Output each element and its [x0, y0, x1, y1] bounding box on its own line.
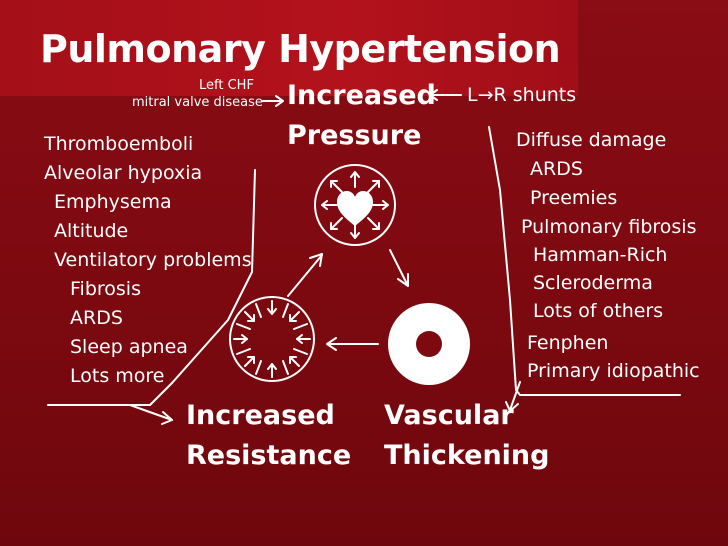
increased-resistance-line2: Resistance	[186, 440, 352, 471]
left-causes-item: Alveolar hypoxia	[44, 162, 203, 184]
left-causes-item: ARDS	[70, 307, 123, 329]
left-causes-item: Lots more	[70, 365, 165, 387]
mitral-label: mitral valve disease	[132, 95, 263, 110]
right-causes-item: Primary idiopathic	[527, 360, 700, 382]
right-causes-item: Lots of others	[533, 300, 664, 322]
right-causes-item: Scleroderma	[533, 272, 653, 294]
arrow-chf-to-pressure	[261, 95, 284, 107]
vascular-thickening-line2: Thickening	[384, 440, 550, 471]
arrow-right-to-thickening	[505, 381, 521, 412]
left-causes-item: Ventilatory problems	[54, 249, 252, 271]
vascular-thickening-line1: Vascular	[384, 400, 514, 431]
left-causes-item: Thromboemboli	[44, 133, 194, 155]
heart-icon	[337, 191, 373, 226]
arrow-shunts-to-pressure	[429, 89, 462, 101]
left-causes-item: Fibrosis	[70, 278, 141, 300]
arrow-left-to-resistance	[129, 404, 173, 425]
right-causes-item: Preemies	[530, 187, 618, 209]
right-causes-item: ARDS	[530, 158, 583, 180]
thickened-vessel-icon	[388, 303, 470, 385]
left-bracket-line	[47, 169, 256, 406]
dilated-vessel-icon	[314, 164, 396, 246]
right-causes-item: Diffuse damage	[516, 129, 667, 151]
right-bracket-line	[488, 126, 681, 396]
shunts-label: L→R shunts	[467, 84, 577, 106]
increased-label: Increased	[287, 80, 436, 111]
right-causes-item: Fenphen	[527, 332, 609, 354]
right-causes-item: Hamman-Rich	[533, 244, 668, 266]
title-panel	[0, 0, 578, 96]
increased-resistance-line1: Increased	[186, 400, 335, 431]
arrow-pressure-to-thickening	[389, 249, 409, 287]
left-causes-item: Emphysema	[54, 191, 172, 213]
right-causes-item: Pulmonary fibrosis	[521, 216, 697, 238]
arrow-resistance-to-pressure	[287, 253, 323, 297]
pressure-label: Pressure	[287, 120, 422, 151]
left-causes-item: Sleep apnea	[70, 336, 188, 358]
constricted-vessel-icon	[229, 296, 315, 382]
arrow-thickening-to-resistance	[326, 337, 379, 351]
slide-title: Pulmonary Hypertension	[40, 27, 561, 71]
left-chf-label: Left CHF	[199, 78, 254, 93]
left-causes-item: Altitude	[54, 220, 129, 242]
